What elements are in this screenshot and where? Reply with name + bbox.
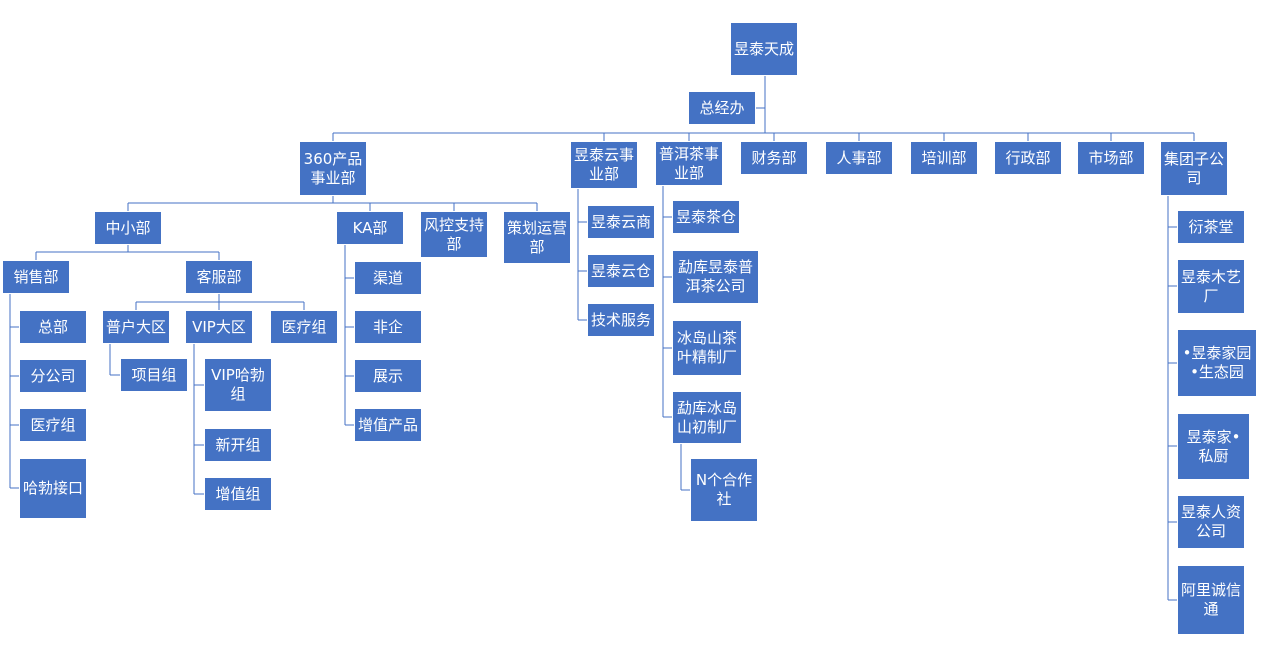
node-yancha: 衍茶堂 xyxy=(1177,210,1245,244)
node-alibaba: 阿里诚信通 xyxy=(1177,565,1245,635)
node-ka: KA部 xyxy=(336,211,404,245)
node-new-open: 新开组 xyxy=(204,428,272,462)
node-eco: •昱泰家园•生态园 xyxy=(1177,329,1257,397)
node-yun-store: 昱泰云仓 xyxy=(587,254,655,288)
node-market: 市场部 xyxy=(1077,141,1145,175)
node-pu-region: 普户大区 xyxy=(102,310,170,344)
node-vip-harbin: VIP哈勃组 xyxy=(204,358,272,412)
node-muyi: 昱泰木艺厂 xyxy=(1177,259,1245,314)
node-tea-store: 昱泰茶仓 xyxy=(672,200,740,234)
node-root: 昱泰天成 xyxy=(730,22,798,76)
node-non-ent: 非企 xyxy=(354,310,422,344)
node-value-add: 增值组 xyxy=(204,477,272,511)
node-bingdao-factory: 冰岛山茶叶精制厂 xyxy=(672,320,742,376)
node-yun-division: 昱泰云事业部 xyxy=(570,141,638,189)
node-plan: 策划运营部 xyxy=(503,211,571,264)
node-harbin: 哈勃接口 xyxy=(19,458,87,519)
node-finance: 财务部 xyxy=(740,141,808,175)
node-medical-1: 医疗组 xyxy=(19,408,87,442)
node-service: 客服部 xyxy=(185,260,253,294)
node-channel: 渠道 xyxy=(354,261,422,295)
node-project: 项目组 xyxy=(120,358,188,392)
node-branch: 分公司 xyxy=(19,359,87,393)
node-360-division: 360产品事业部 xyxy=(299,141,367,196)
node-value-prod: 增值产品 xyxy=(354,408,422,442)
node-risk: 风控支持部 xyxy=(420,211,488,258)
node-vip-region: VIP大区 xyxy=(185,310,253,344)
node-medical-2: 医疗组 xyxy=(270,310,338,344)
node-hq: 总部 xyxy=(19,310,87,344)
node-hr-co: 昱泰人资公司 xyxy=(1177,495,1245,549)
node-gm-office: 总经办 xyxy=(688,91,756,125)
node-group-subsidiaries: 集团子公司 xyxy=(1160,141,1228,196)
node-mengku-co: 勐库昱泰普洱茶公司 xyxy=(672,250,759,304)
node-hr: 人事部 xyxy=(825,141,893,175)
node-yun-shop: 昱泰云商 xyxy=(587,205,655,239)
node-admin: 行政部 xyxy=(994,141,1062,175)
node-tech: 技术服务 xyxy=(587,303,655,337)
node-mengku-factory: 勐库冰岛山初制厂 xyxy=(672,391,742,444)
node-coops: N个合作社 xyxy=(690,458,758,522)
node-puer-division: 普洱茶事业部 xyxy=(655,141,723,186)
node-smb: 中小部 xyxy=(94,211,162,245)
node-kitchen: 昱泰家•私厨 xyxy=(1177,413,1250,480)
node-training: 培训部 xyxy=(910,141,978,175)
node-display: 展示 xyxy=(354,359,422,393)
node-sales: 销售部 xyxy=(2,260,70,294)
